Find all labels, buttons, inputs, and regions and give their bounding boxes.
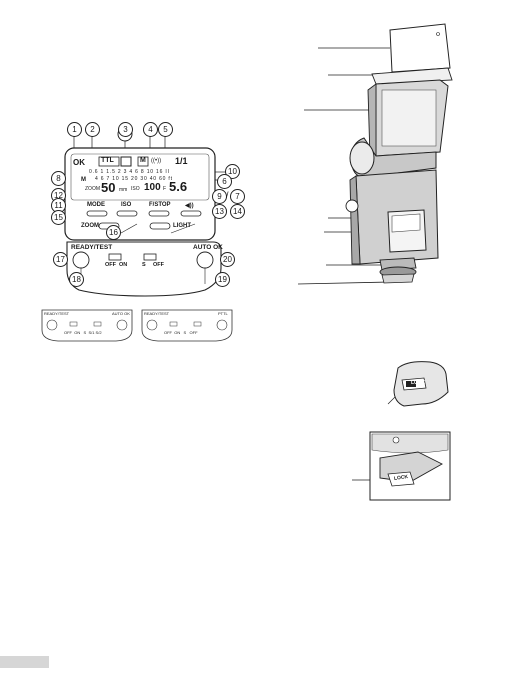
lcd-f-label: F <box>163 186 167 192</box>
control-panel-svg <box>66 241 222 297</box>
lock-label-1: LOCK <box>411 380 426 386</box>
callout-13: 13 <box>212 204 227 219</box>
switch-on-label: ON <box>119 262 128 268</box>
callout-20: 20 <box>220 252 235 267</box>
callout-7: 7 <box>230 189 245 204</box>
lcd-zoom-label: ZOOM <box>85 186 100 192</box>
shoe-detail-lock-svg <box>387 361 449 407</box>
lcd-f-value: 5.6 <box>169 179 188 194</box>
page-tab-marker <box>0 656 49 668</box>
lcd-iso-value: 100 <box>144 182 161 193</box>
lcd-diagram: OK TTL M ((•)) 1/1 0.6 1 1.5 2 3 4 6 8 1… <box>51 120 245 345</box>
callout-separator: / <box>226 190 229 200</box>
iso-button-label[interactable]: ISO <box>121 202 132 208</box>
lcd-diagram-svg <box>64 126 227 241</box>
lcd-zoom-value: 50 <box>101 180 116 195</box>
auto-ok-label: AUTO OK <box>193 244 223 251</box>
lcd-ok-label: OK <box>73 158 85 167</box>
lcd-fraction: 1/1 <box>175 156 188 166</box>
mode-button-label[interactable]: MODE <box>87 202 105 208</box>
lcd-ttl-label: TTL <box>101 157 114 164</box>
mini-b-switch-labels: OFF ON S OFF <box>164 330 198 335</box>
mini-a-ready-label: READY/TEST <box>44 311 70 316</box>
shoe-detail-lock: LOCK <box>360 358 460 418</box>
shoe-detail-mount-svg <box>352 431 451 501</box>
lcd-multi-icon: ((•)) <box>151 158 162 164</box>
callout-5: 5 <box>158 122 173 137</box>
callout-9: 9 <box>212 189 227 204</box>
mini-panel-a-svg <box>41 309 133 342</box>
flash-unit-svg <box>297 23 453 285</box>
mini-a-right-label: AUTO OK <box>112 311 130 316</box>
callout-16: 16 <box>106 225 121 240</box>
callout-2: 2 <box>85 122 100 137</box>
mini-b-right-label: PTTL <box>218 311 228 316</box>
lcd-iso-label: ISO <box>131 186 140 192</box>
shoe-detail-mount: LOCK <box>350 430 455 502</box>
callout-4: 4 <box>143 122 158 137</box>
lcd-scale-bottom: 4 6 7 10 15 20 30 40 60 ft <box>95 176 173 182</box>
light-button-label[interactable]: LIGHT <box>173 223 191 229</box>
switch-off2-label: OFF <box>153 262 164 268</box>
callout-18: 18 <box>69 272 84 287</box>
callout-17: 17 <box>53 252 68 267</box>
callout-14: 14 <box>230 204 245 219</box>
fstop-button-label[interactable]: F/STOP <box>149 202 171 208</box>
sound-button-label[interactable]: ◀)) <box>185 203 194 209</box>
lcd-m-indicator: M <box>81 177 86 183</box>
flash-unit-illustration <box>290 20 490 295</box>
switch-off-label: OFF <box>105 262 116 268</box>
zoom-button-label[interactable]: ZOOM <box>81 223 99 229</box>
mini-b-ready-label: READY/TEST <box>144 311 170 316</box>
callout-15: 15 <box>51 210 66 225</box>
callout-3: 3 <box>118 122 133 137</box>
callout-8: 8 <box>51 171 66 186</box>
lcd-scale-top: 0.6 1 1.5 2 3 4 6 8 10 16 II <box>89 169 170 175</box>
mini-a-switch-labels: OFF ON S S/1 S/2 <box>64 330 102 335</box>
callout-6: 6 <box>217 174 232 189</box>
callout-19: 19 <box>215 272 230 287</box>
lcd-zoom-unit: mm <box>119 187 128 193</box>
ready-test-label: READY/TEST <box>71 244 113 251</box>
switch-s-label: S <box>142 262 146 268</box>
mini-panel-b: READY/TEST PTTL OFF ON S OFF <box>140 308 235 343</box>
mini-panel-a: READY/TEST AUTO OK OFF ON S S/1 S/2 <box>40 308 135 343</box>
callout-1: 1 <box>67 122 82 137</box>
mini-panel-b-svg <box>141 309 233 342</box>
lcd-m-label: M <box>140 157 146 164</box>
